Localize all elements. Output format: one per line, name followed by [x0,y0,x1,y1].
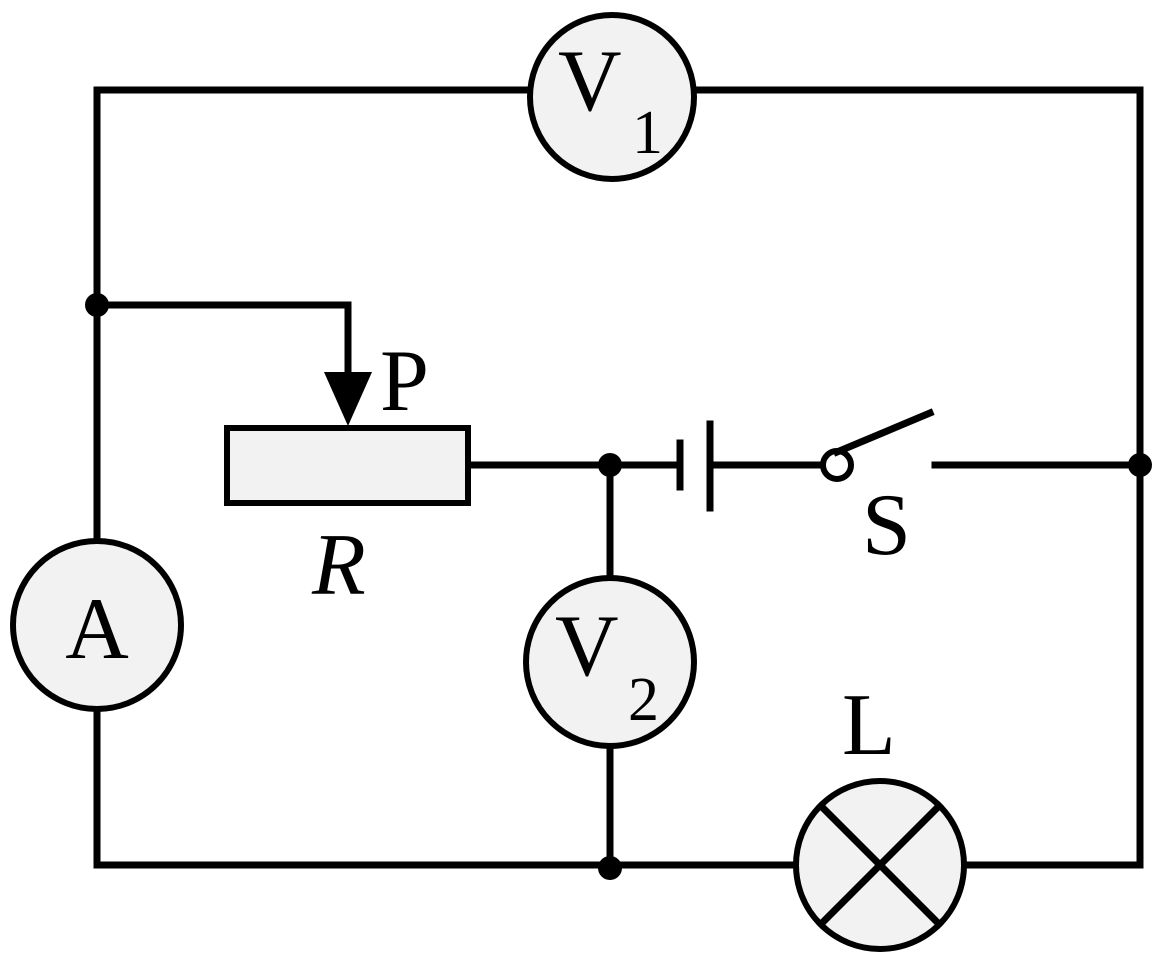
junction-left [85,293,109,317]
lamp [793,778,967,952]
switch-label: S [862,477,911,574]
v2-subscript: 2 [628,666,659,734]
rheostat-body [224,425,471,506]
junction-bottom [598,856,622,880]
rheostat-label: R [311,517,366,614]
voltmeter-v2 [523,575,697,749]
wires [93,86,1144,869]
switch-blade [832,408,935,457]
v2-label: V [555,598,619,695]
lamp-label: L [842,677,896,774]
v1-subscript: 1 [632,99,663,167]
ammeter-label: A [65,581,129,678]
voltmeter-v1 [527,12,697,182]
switch [820,408,935,482]
slider-arrow-head [324,372,372,426]
slider-label: P [380,333,429,430]
junction-right [1128,453,1152,477]
battery-cell [676,420,714,512]
v1-label: V [558,33,622,130]
lamp-cross-b [816,801,944,929]
wire-slider-arm [93,301,352,384]
ammeter [10,538,184,712]
junction-middle [598,453,622,477]
